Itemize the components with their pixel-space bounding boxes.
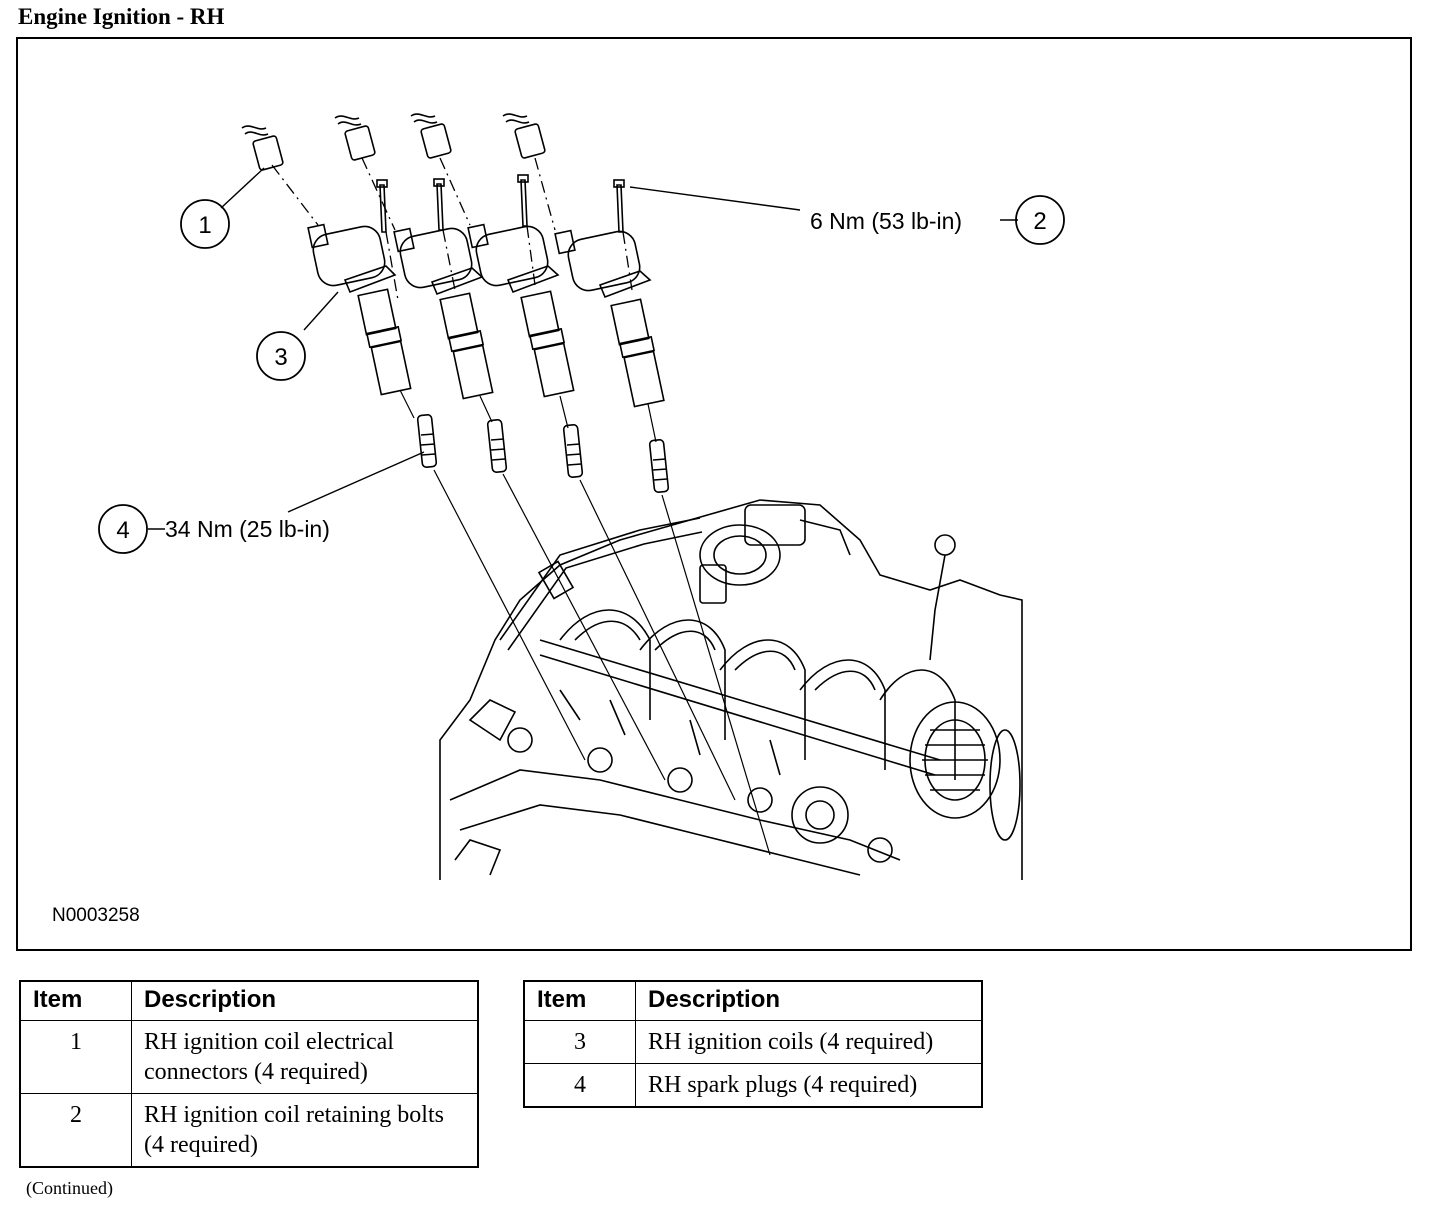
bolt-torque-label: 6 Nm (53 lb-in) — [810, 208, 962, 234]
legend-row: 3 RH ignition coils (4 required) — [523, 1020, 983, 1064]
callout-2: 2 — [1033, 208, 1046, 235]
continued-note: (Continued) — [26, 1178, 113, 1198]
legend-item-description: RH ignition coil electrical connectors (… — [131, 1020, 479, 1094]
ignition-diagram: 1 2 3 4 6 Nm (53 lb-in) 34 Nm (25 lb-in)… — [52, 113, 1065, 926]
legend-item-number: 1 — [19, 1020, 132, 1094]
legend-item-number: 4 — [523, 1063, 636, 1108]
callout-1: 1 — [198, 212, 211, 239]
figure-frame — [16, 37, 1412, 951]
legend-row: 1 RH ignition coil electrical connectors… — [19, 1020, 479, 1094]
legend-header-row: Item Description — [523, 980, 983, 1021]
legend-table-left: Item Description 1 RH ignition coil elec… — [19, 980, 479, 1168]
callout-3: 3 — [274, 344, 287, 371]
legend-row: 4 RH spark plugs (4 required) — [523, 1063, 983, 1108]
figure-id: N0003258 — [52, 905, 140, 926]
legend-item-number: 3 — [523, 1020, 636, 1064]
legend-item-number: 2 — [19, 1093, 132, 1168]
legend-item-description: RH ignition coil retaining bolts (4 requ… — [131, 1093, 479, 1168]
legend-row: 2 RH ignition coil retaining bolts (4 re… — [19, 1093, 479, 1168]
legend-item-description: RH spark plugs (4 required) — [635, 1063, 983, 1108]
coil-connectors — [241, 113, 546, 171]
legend-table-right: Item Description 3 RH ignition coils (4 … — [523, 980, 983, 1108]
legend-item-description: RH ignition coils (4 required) — [635, 1020, 983, 1064]
ignition-coils — [307, 223, 665, 408]
legend-header-description: Description — [635, 980, 983, 1021]
page-title: Engine Ignition - RH — [18, 4, 225, 29]
plug-torque-label: 34 Nm (25 lb-in) — [165, 516, 330, 542]
legend-header-item: Item — [523, 980, 636, 1021]
spark-plugs — [416, 414, 670, 493]
legend-header-item: Item — [19, 980, 132, 1021]
coil-bolts — [376, 174, 625, 233]
legend-header-description: Description — [131, 980, 479, 1021]
engine-assembly — [439, 499, 1023, 880]
callout-4: 4 — [116, 517, 129, 544]
legend-header-row: Item Description — [19, 980, 479, 1021]
